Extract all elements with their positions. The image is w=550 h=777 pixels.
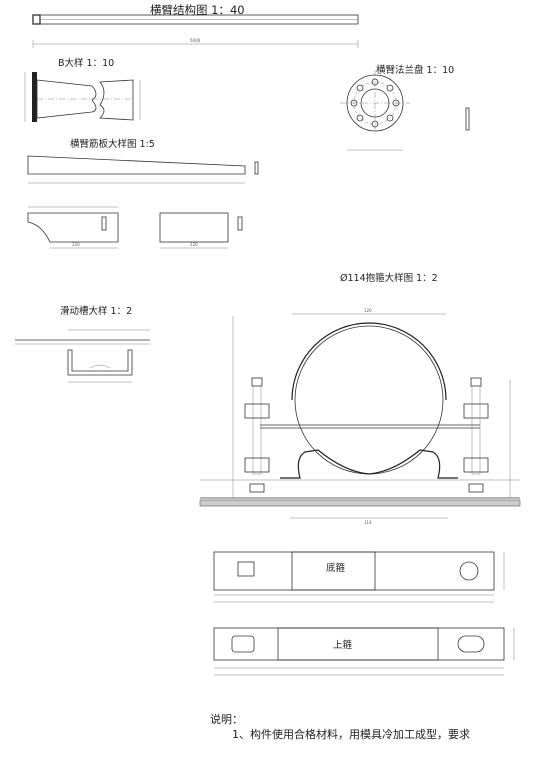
slide-groove-view bbox=[15, 329, 150, 383]
crossarm-structure-title: 横臂结构图 1：40 bbox=[150, 3, 245, 17]
top-hoop-plate bbox=[213, 627, 515, 676]
detail-b-view bbox=[24, 72, 141, 122]
hoop-outer-dim: 114 bbox=[364, 520, 372, 525]
notes-line-1: 1、构件使用合格材料，用模具冷加工成型，要求 bbox=[232, 728, 470, 741]
hoop-width-dim: 120 bbox=[364, 308, 372, 313]
bottom-hoop-plate bbox=[213, 551, 505, 603]
rib-plate-title: 横臂筋板大样图 1:5 bbox=[70, 139, 155, 150]
crossarm-structure-view: 5000 bbox=[32, 14, 359, 48]
crossarm-length-dim: 5000 bbox=[190, 38, 201, 43]
top-hoop-label: 上箍 bbox=[333, 640, 353, 651]
flange-view bbox=[340, 70, 470, 151]
rib-length-dim: 120 bbox=[72, 242, 80, 247]
rib-length-dim-2: 120 bbox=[190, 242, 198, 247]
rib-plate-view: 120 120 bbox=[27, 155, 259, 249]
bottom-hoop-label: 底箍 bbox=[326, 563, 346, 574]
hoop-title: Ø114抱箍大样图 1：2 bbox=[340, 273, 438, 284]
flange-title: 横臂法兰盘 1：10 bbox=[376, 65, 455, 76]
slide-groove-title: 滑动槽大样 1：2 bbox=[60, 306, 133, 317]
detail-b-title: B大样 1：10 bbox=[58, 58, 115, 69]
notes-heading: 说明： bbox=[210, 713, 243, 726]
hoop-detail-view: 120 114 bbox=[199, 308, 521, 525]
